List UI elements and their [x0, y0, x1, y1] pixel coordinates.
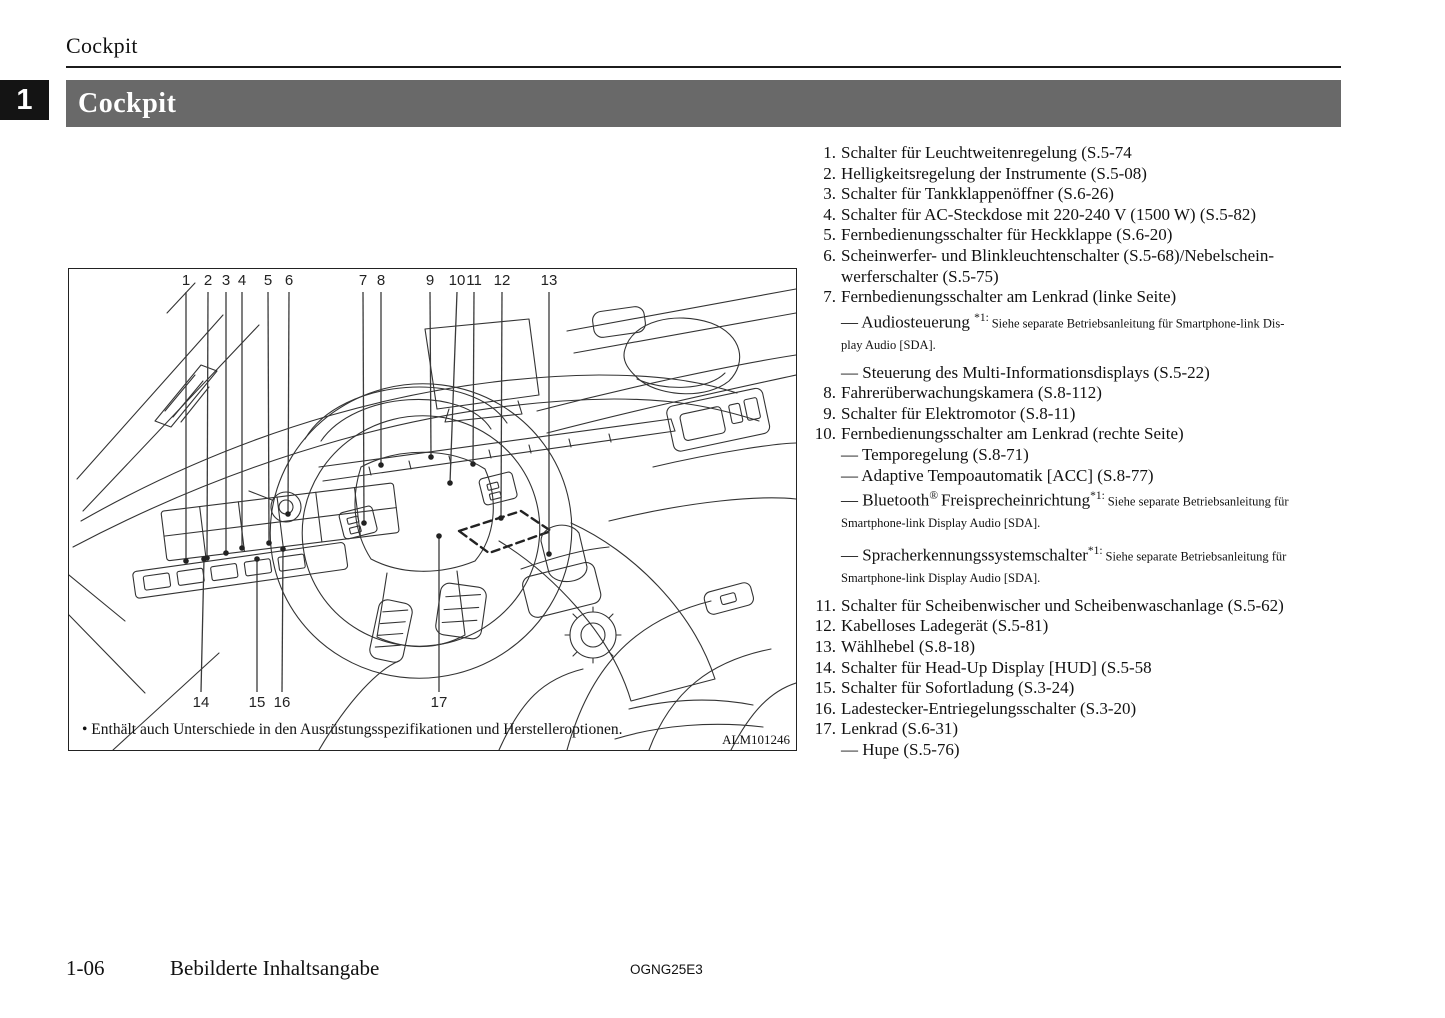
footer-section-title: Bebilderte Inhaltsangabe: [170, 956, 380, 980]
chapter-tab: 1: [0, 80, 49, 120]
legend-item: 1.Schalter für Leuchtweitenregelung (S.5…: [812, 143, 1345, 164]
footer-page-number: 1-06: [66, 956, 105, 980]
legend-item-number: 11.: [815, 595, 836, 615]
legend-item-number: [812, 466, 841, 487]
figure-callout-14: 14: [192, 694, 210, 711]
legend-item-number: [812, 541, 841, 589]
dashboard-art: [69, 282, 796, 750]
figure-callout-7: 7: [358, 272, 368, 289]
legend-item-number: 3.: [823, 184, 836, 204]
figure-callout-4: 4: [237, 272, 247, 289]
running-header: Cockpit: [66, 33, 138, 58]
legend-item: 12.Kabelloses Ladegerät (S.5-81): [812, 616, 1345, 637]
legend-item: 15.Schalter für Sofortladung (S.3-24): [812, 678, 1345, 699]
legend-item: 11.Schalter für Scheibenwischer und Sche…: [812, 596, 1345, 617]
figure-callout-3: 3: [221, 272, 231, 289]
legend-item-number: 2.: [823, 163, 836, 183]
chapter-number: 1: [16, 83, 33, 116]
section-title: Cockpit: [78, 87, 177, 119]
legend-item-number: [812, 486, 841, 534]
figure-callout-16: 16: [273, 694, 291, 711]
figure-callout-5: 5: [263, 272, 273, 289]
figure-callout-13: 13: [540, 272, 558, 289]
legend-item-number: 5.: [823, 225, 836, 245]
legend-item-number: 7.: [823, 287, 836, 307]
legend-item: 17.Lenkrad (S.6-31): [812, 719, 1345, 740]
legend-item: 6.Scheinwerfer- und Blinkleuchtenschalte…: [812, 246, 1345, 287]
figure-callout-1: 1: [181, 272, 191, 289]
legend-item-number: 6.: [823, 245, 836, 265]
legend-subitem: — Spracherkennungssystemschalter*1: Sieh…: [812, 541, 1345, 589]
figure-callout-11: 11: [466, 272, 482, 289]
legend-item-number: [812, 445, 841, 466]
footer-document-code: OGNG25E3: [630, 962, 703, 977]
wireless-charger-outline: [457, 509, 553, 555]
legend-subitem: — Hupe (S.5-76): [812, 740, 1345, 761]
cockpit-line-drawing: [69, 282, 796, 750]
figure-caption: • Enthält auch Unterschiede in den Ausrü…: [82, 721, 623, 738]
legend-item: 7.Fernbedienungsschalter am Lenkrad (lin…: [812, 287, 1345, 308]
figure-image-code: ALM101246: [722, 732, 790, 747]
figure-callout-6: 6: [284, 272, 294, 289]
legend-item-number: 1.: [823, 143, 836, 162]
legend-item-number: 16.: [814, 698, 836, 718]
legend-item-number: 9.: [823, 403, 836, 423]
legend-item: 13.Wählhebel (S.8-18): [812, 637, 1345, 658]
legend-item-number: 17.: [814, 719, 836, 739]
legend-item-number: 4.: [823, 204, 836, 224]
legend-item: 8.Fahrerüberwachungskamera (S.8-112): [812, 383, 1345, 404]
legend-subitem: — Bluetooth® Freisprecheinrichtung*1: Si…: [812, 486, 1345, 534]
header-rule: [66, 66, 1341, 68]
legend-subitem: — Temporegelung (S.8-71): [812, 445, 1345, 466]
legend-subitem: — Adaptive Tempoautomatik [ACC] (S.8-77): [812, 466, 1345, 487]
legend-item-number: [812, 308, 841, 356]
legend-item: 2.Helligkeitsregelung der Instrumente (S…: [812, 164, 1345, 185]
legend-item-number: [812, 740, 841, 761]
figure-callout-2: 2: [203, 272, 213, 289]
legend-subitem: — Audiosteuerung *1: Siehe separate Betr…: [812, 308, 1345, 356]
legend-list: 1.Schalter für Leuchtweitenregelung (S.5…: [812, 143, 1345, 761]
legend-item-number: [812, 363, 841, 384]
figure-callout-17: 17: [430, 694, 448, 711]
figure-callout-12: 12: [493, 272, 511, 289]
figure-callout-10: 10: [448, 272, 466, 289]
callout-leader-lines: [183, 291, 552, 693]
legend-item-number: 15.: [814, 678, 836, 698]
legend-item-number: 8.: [823, 383, 836, 403]
figure-callout-9: 9: [425, 272, 435, 289]
legend-item-number: 14.: [814, 657, 836, 677]
legend-item: 10.Fernbedienungsschalter am Lenkrad (re…: [812, 424, 1345, 445]
section-banner: Cockpit: [66, 80, 1341, 127]
legend-item: 9.Schalter für Elektromotor (S.8-11): [812, 404, 1345, 425]
legend-subitem: — Steuerung des Multi-Informationsdispla…: [812, 363, 1345, 384]
legend-item-number: 12.: [814, 616, 836, 636]
legend-item: 16.Ladestecker-Entriegelungsschalter (S.…: [812, 699, 1345, 720]
figure-callout-15: 15: [248, 694, 266, 711]
figure-callout-8: 8: [376, 272, 386, 289]
legend-item: 14.Schalter für Head-Up Display [HUD] (S…: [812, 658, 1345, 679]
legend-item: 3.Schalter für Tankklappenöffner (S.6-26…: [812, 184, 1345, 205]
legend-item: 5.Fernbedienungsschalter für Heckklappe …: [812, 225, 1345, 246]
legend-item-number: 10.: [814, 424, 836, 444]
legend-item-number: 13.: [814, 637, 836, 657]
legend-item: 4.Schalter für AC-Steckdose mit 220-240 …: [812, 205, 1345, 226]
